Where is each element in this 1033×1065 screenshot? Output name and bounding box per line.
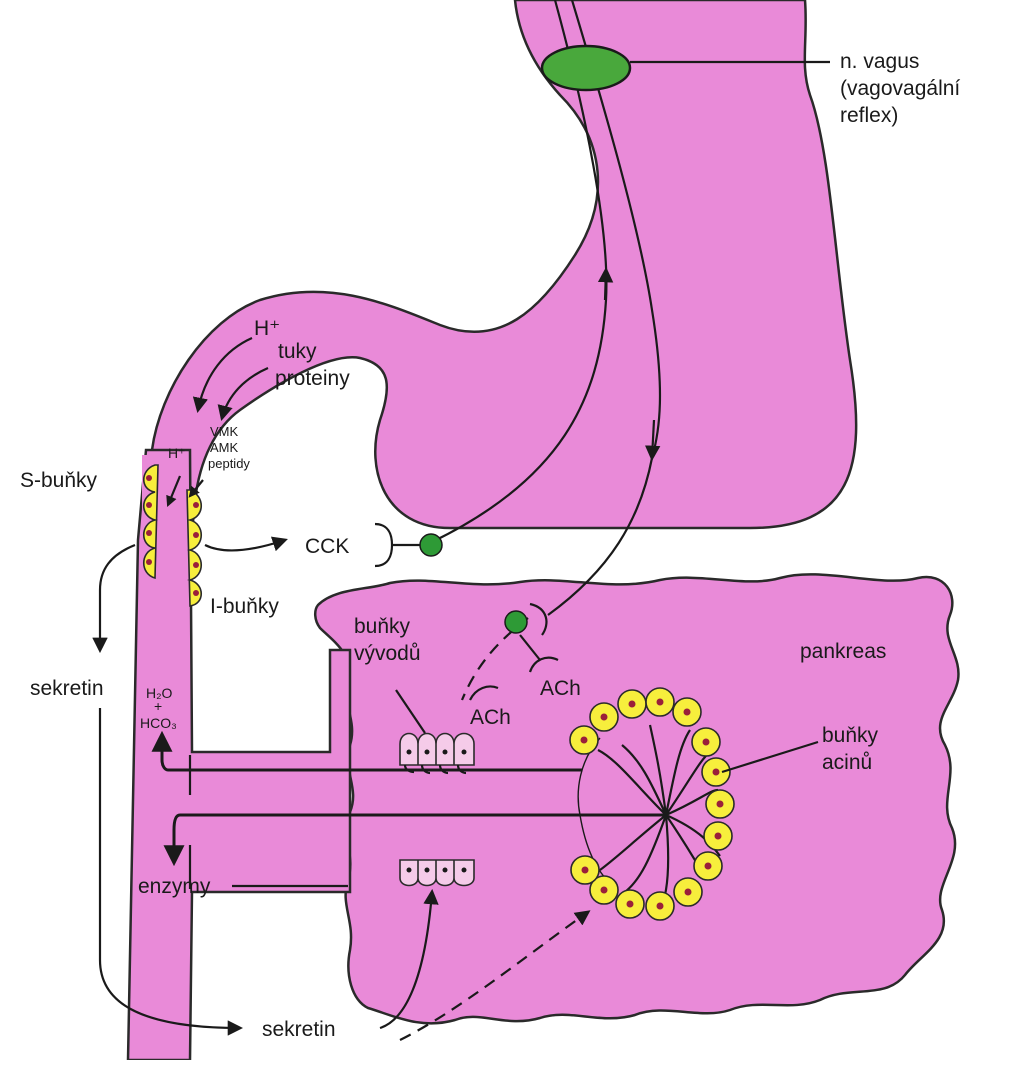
- label-plus: +: [154, 698, 162, 714]
- cck-synapse: [420, 534, 442, 556]
- label-vmk: VMK: [210, 424, 239, 439]
- label-n-vagus: n. vagus: [840, 50, 919, 73]
- duct-cells-lower: [400, 860, 474, 886]
- stomach: [140, 0, 856, 555]
- label-reflex: reflex): [840, 104, 898, 127]
- i-cells: [187, 490, 201, 606]
- label-bunky-acinu-1: buňky: [822, 724, 879, 747]
- cck-receptor: [375, 524, 392, 566]
- pancreatic-duct-lumen: [188, 755, 348, 889]
- label-bunky-acinu-2: acinů: [822, 751, 872, 774]
- secretin-arrow-down: [100, 545, 135, 650]
- label-ach-upper: ACh: [540, 677, 581, 700]
- label-bunky-vyvodu-1: buňky: [354, 615, 411, 638]
- label-h-plus-lower: H⁺: [168, 445, 186, 461]
- label-h-plus-top: H⁺: [254, 317, 280, 340]
- label-hco3: HCO₃: [140, 715, 177, 731]
- label-i-bunky: I-buňky: [210, 595, 279, 618]
- label-amk: AMK: [210, 440, 239, 455]
- label-proteiny: proteiny: [275, 367, 350, 390]
- label-cck: CCK: [305, 535, 349, 558]
- label-ach-lower: ACh: [470, 706, 511, 729]
- cck-arrow: [205, 540, 285, 550]
- label-sekretin-bottom: sekretin: [262, 1018, 336, 1041]
- label-vagovagal: (vagovagální: [840, 77, 960, 100]
- vagus-arrow-up: [605, 270, 606, 300]
- vagus-ganglion: [542, 46, 630, 90]
- label-tuky: tuky: [278, 340, 317, 363]
- label-enzymy: enzymy: [138, 875, 211, 898]
- label-s-bunky: S-buňky: [20, 469, 98, 492]
- pancreas-synapse: [505, 611, 527, 633]
- label-peptidy: peptidy: [208, 456, 250, 471]
- label-sekretin-left: sekretin: [30, 677, 104, 700]
- label-bunky-vyvodu-2: vývodů: [354, 642, 421, 665]
- label-pankreas: pankreas: [800, 640, 886, 663]
